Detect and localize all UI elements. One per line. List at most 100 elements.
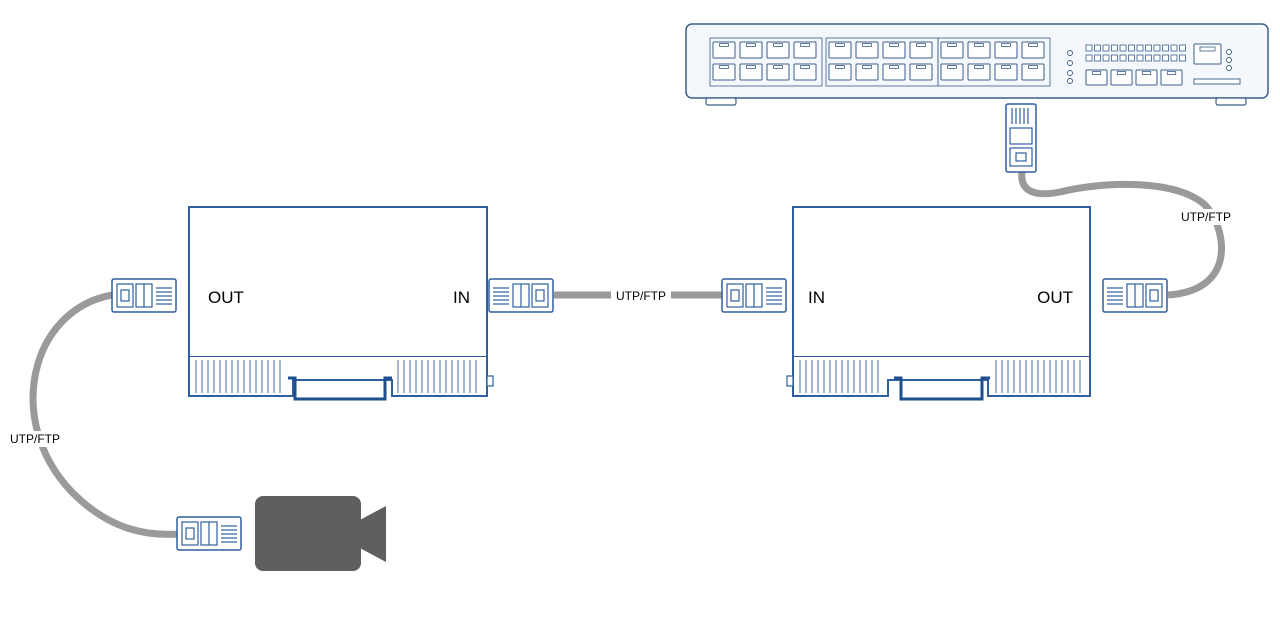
indicator-light <box>1085 44 1093 52</box>
switch-port-latch <box>1001 65 1011 69</box>
indicator-light <box>1094 44 1101 52</box>
right-in-label: IN <box>808 288 825 307</box>
indicator-light <box>1153 54 1161 62</box>
console-port <box>1193 43 1222 65</box>
switch-port-latch <box>862 43 872 47</box>
switch-port <box>766 63 790 81</box>
switch-port <box>1110 69 1133 86</box>
switch-port <box>793 63 817 81</box>
indicator-light <box>1179 44 1186 52</box>
switch-port-block <box>937 37 1051 87</box>
extender-device-right: IN OUT <box>786 206 1091 401</box>
status-led <box>1067 70 1073 76</box>
switch-port-latch <box>1028 43 1038 47</box>
label-slot <box>1193 78 1241 85</box>
rj45-connector-icon-switch <box>1005 103 1037 173</box>
switch-port-latch <box>800 43 810 47</box>
indicator-light <box>1136 54 1144 62</box>
din-rail-clip-left <box>288 376 392 401</box>
switch-port <box>712 41 736 59</box>
switch-port-latch <box>746 65 756 69</box>
switch-port <box>1085 69 1108 86</box>
indicator-light <box>1119 44 1127 52</box>
status-led <box>1226 57 1232 63</box>
status-led <box>1226 49 1232 55</box>
network-switch-icon <box>685 23 1269 106</box>
indicator-light <box>1119 54 1127 62</box>
switch-port-latch <box>1028 65 1038 69</box>
switch-port <box>793 41 817 59</box>
left-out-label: OUT <box>208 288 244 307</box>
extender-device-left: OUT IN <box>188 206 494 401</box>
cable-label-middle: UTP/FTP <box>611 287 671 304</box>
switch-port-latch <box>1116 71 1127 75</box>
rj45-connector-icon-left-out <box>111 278 177 313</box>
switch-port <box>712 63 736 81</box>
rj45-connector-icon-left-in <box>488 278 554 313</box>
switch-port <box>882 63 906 81</box>
indicator-light <box>1085 54 1093 62</box>
indicator-light <box>1111 54 1118 62</box>
switch-port-latch <box>1166 71 1177 75</box>
switch-port-latch <box>800 65 810 69</box>
cable-right-out-to-switch <box>1018 171 1225 299</box>
switch-port-latch <box>835 43 845 47</box>
status-led <box>1067 78 1073 84</box>
rj45-connector-icon-camera <box>176 516 242 551</box>
switch-port-latch <box>974 65 984 69</box>
switch-port <box>739 41 763 59</box>
cable-label-right: UTP/FTP <box>1177 209 1235 225</box>
switch-port-latch <box>916 65 926 69</box>
rj45-connector-icon-right-in <box>721 278 787 313</box>
switch-port-latch <box>947 43 957 47</box>
status-led <box>1067 60 1073 66</box>
switch-port <box>940 63 964 81</box>
indicator-light <box>1145 54 1152 62</box>
switch-port <box>940 41 964 59</box>
switch-port-latch <box>773 65 783 69</box>
svg-text:UTP/FTP: UTP/FTP <box>1181 210 1231 224</box>
switch-port <box>967 63 991 81</box>
switch-port-latch <box>719 43 729 47</box>
indicator-light <box>1128 54 1135 62</box>
switch-port-latch <box>947 65 957 69</box>
indicator-light <box>1111 44 1118 52</box>
switch-port <box>1021 63 1045 81</box>
switch-port-latch <box>746 43 756 47</box>
switch-port <box>909 41 933 59</box>
switch-port-latch <box>1001 43 1011 47</box>
switch-port-block <box>709 37 823 87</box>
switch-port-latch <box>862 65 872 69</box>
indicator-light <box>1102 44 1110 52</box>
indicator-light <box>1094 54 1101 62</box>
switch-port-latch <box>835 65 845 69</box>
switch-port-latch <box>773 43 783 47</box>
indicator-light <box>1102 54 1110 62</box>
indicator-light <box>1136 44 1144 52</box>
indicator-light <box>1162 54 1169 62</box>
indicator-light <box>1128 44 1135 52</box>
indicator-light <box>1145 44 1152 52</box>
status-led <box>1067 50 1073 56</box>
switch-port <box>967 41 991 59</box>
left-in-label: IN <box>453 288 470 307</box>
cable-camera-to-left-out <box>29 291 181 538</box>
svg-text:UTP/FTP: UTP/FTP <box>10 432 60 446</box>
indicator-light <box>1179 54 1186 62</box>
rj45-connector-icon-right-out <box>1102 278 1168 313</box>
switch-port <box>855 63 879 81</box>
status-led <box>1226 65 1232 71</box>
switch-port <box>766 41 790 59</box>
switch-port <box>828 41 852 59</box>
switch-port-latch <box>719 65 729 69</box>
switch-port-latch <box>916 43 926 47</box>
right-out-label: OUT <box>1037 288 1073 307</box>
console-port-latch <box>1199 46 1216 52</box>
switch-port-latch <box>1091 71 1102 75</box>
switch-port-latch <box>889 43 899 47</box>
indicator-light <box>1153 44 1161 52</box>
switch-port-latch <box>974 43 984 47</box>
switch-port-latch <box>1141 71 1152 75</box>
cable-label-left: UTP/FTP <box>6 431 64 447</box>
switch-port <box>1160 69 1183 86</box>
